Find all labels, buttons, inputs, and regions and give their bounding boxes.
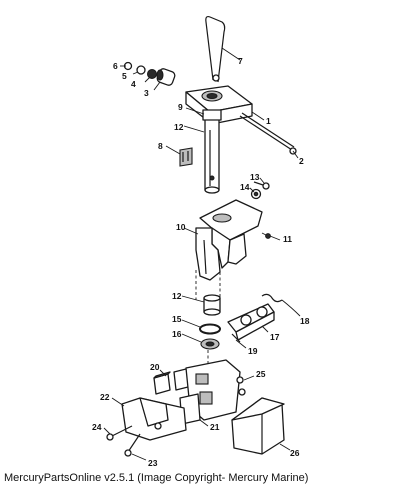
callout-18: 18 bbox=[300, 316, 310, 326]
part-12-column-shaft bbox=[202, 109, 222, 194]
callout-labels: 1 2 3 4 5 6 7 8 9 10 11 12 12 13 14 15 1… bbox=[92, 56, 310, 468]
callout-21: 21 bbox=[210, 422, 220, 432]
callout-20: 20 bbox=[150, 362, 160, 372]
part-3-bushing bbox=[156, 68, 176, 86]
callout-6: 6 bbox=[113, 61, 118, 71]
part-23-bolt bbox=[124, 433, 141, 457]
callout-8: 8 bbox=[158, 141, 163, 151]
callout-1: 1 bbox=[266, 116, 271, 126]
part-15-o-ring bbox=[199, 323, 221, 335]
callout-11: 11 bbox=[283, 234, 292, 244]
callout-2: 2 bbox=[299, 156, 304, 166]
callout-25: 25 bbox=[256, 369, 266, 379]
callout-26: 26 bbox=[290, 448, 300, 458]
callout-16: 16 bbox=[172, 329, 182, 339]
callout-24: 24 bbox=[92, 422, 102, 432]
part-21-housing bbox=[179, 359, 241, 425]
part-2-long-bolt bbox=[239, 112, 297, 155]
callout-4: 4 bbox=[131, 79, 136, 89]
part-24-bolt bbox=[106, 425, 133, 441]
copyright-footer: MercuryPartsOnline v2.5.1 (Image Copyrig… bbox=[4, 472, 309, 484]
leader-lines bbox=[103, 47, 301, 461]
part-19-pin bbox=[231, 333, 241, 343]
exploded-parts-diagram: 1 2 3 4 5 6 7 8 9 10 11 12 12 13 14 15 1… bbox=[92, 15, 310, 468]
part-12-bushing-lower bbox=[203, 294, 221, 316]
callout-17: 17 bbox=[270, 332, 280, 342]
callout-5: 5 bbox=[122, 71, 127, 81]
part-18-spring bbox=[261, 293, 283, 303]
part-16-bearing bbox=[200, 338, 220, 350]
callout-9: 9 bbox=[178, 102, 183, 112]
callout-22: 22 bbox=[100, 392, 110, 402]
part-8-clip bbox=[179, 147, 193, 167]
part-25-screws bbox=[236, 376, 246, 396]
callout-13: 13 bbox=[250, 172, 260, 182]
callout-10: 10 bbox=[176, 222, 186, 232]
callout-3: 3 bbox=[144, 88, 149, 98]
part-17-linkage-arm bbox=[227, 303, 275, 341]
part-5-washer bbox=[136, 65, 146, 75]
callout-15: 15 bbox=[172, 314, 182, 324]
callout-7: 7 bbox=[238, 56, 243, 66]
part-22-clamp-lever bbox=[121, 397, 187, 441]
part-4-washer bbox=[147, 69, 157, 79]
part-26-cover bbox=[231, 397, 285, 455]
callout-23: 23 bbox=[148, 458, 158, 468]
callout-14: 14 bbox=[240, 182, 250, 192]
part-10-swivel-bracket bbox=[195, 199, 263, 281]
part-13-screw bbox=[253, 181, 270, 190]
part-7-rod bbox=[205, 15, 226, 83]
callout-19: 19 bbox=[248, 346, 258, 356]
callout-12-lower: 12 bbox=[172, 291, 182, 301]
callout-12: 12 bbox=[174, 122, 184, 132]
part-11-bolt bbox=[261, 232, 271, 239]
